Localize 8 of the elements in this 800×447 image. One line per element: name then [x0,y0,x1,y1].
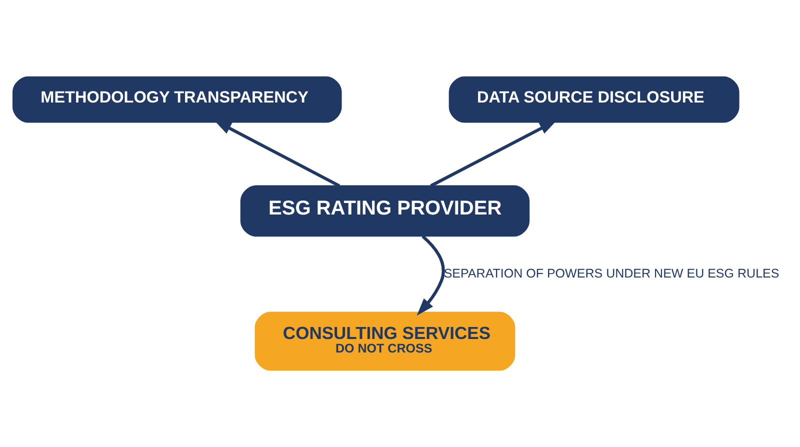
arrow [416,235,445,316]
node-box: DATA SOURCE DISCLOSURE [448,76,740,123]
edge-label: SEPARATION OF POWERS UNDER NEW EU ESG RULES [444,266,780,280]
node-box: METHODOLOGY TRANSPARENCY [12,76,342,123]
node-box: CONSULTING SERVICES DO NOT CROSS [254,312,516,371]
arrow [214,120,340,188]
node-box: ESG RATING PROVIDER [240,185,530,237]
arrow [430,120,558,188]
